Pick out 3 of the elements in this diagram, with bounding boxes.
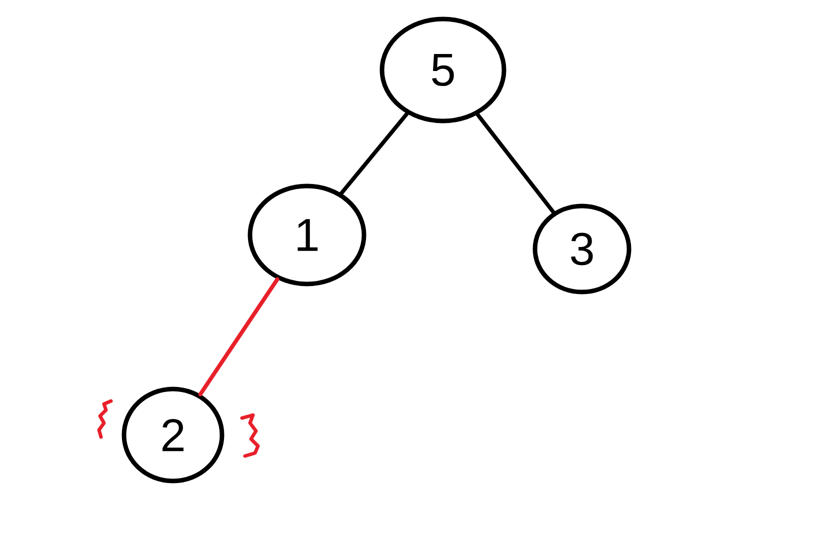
connector-line [339,112,409,196]
connector-line [476,112,556,214]
connector-line [198,277,280,396]
